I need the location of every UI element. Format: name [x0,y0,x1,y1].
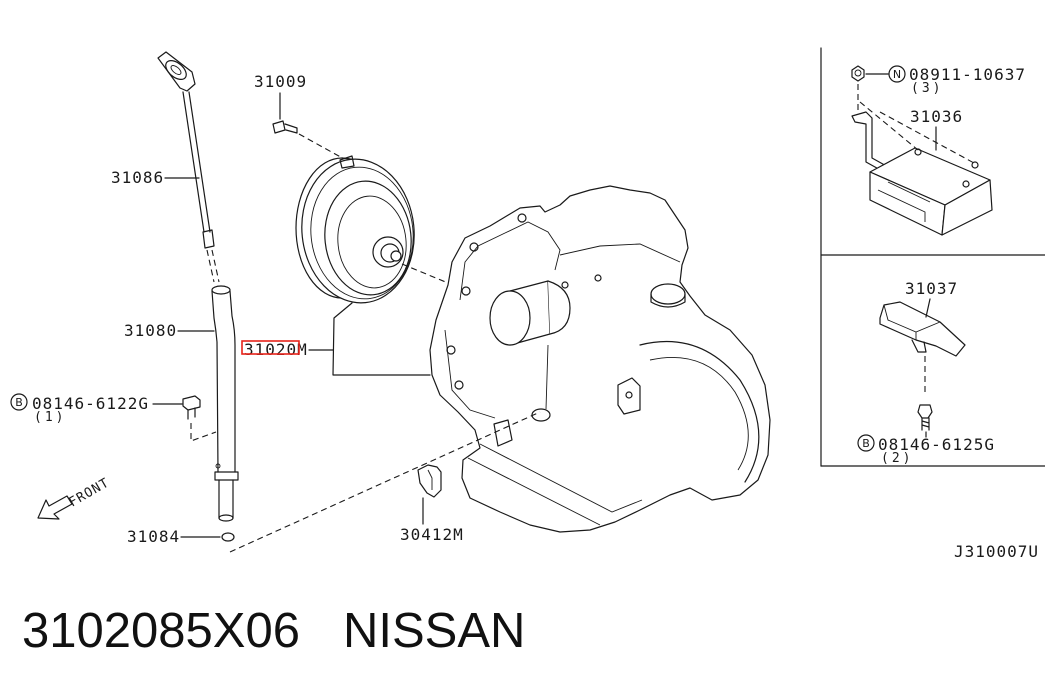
control-unit-drawing [851,101,993,236]
bolt-symbol-letter: B [15,396,23,409]
callout-31037[interactable]: 31037 [905,279,958,298]
transmission-case-drawing [429,185,771,533]
inset-panel-frame [820,47,1045,467]
callout-30412m[interactable]: 30412M [400,525,464,544]
bolt-symbol-badge [10,393,28,411]
front-direction-indicator: FRONT [37,475,113,520]
callout-group-31020m[interactable]: 31020M [241,302,431,376]
leader-31037 [925,298,931,318]
fastener-callout-bolt-b[interactable]: B 08146-6125G (2) [857,431,995,466]
callout-31086[interactable]: 31086 [111,168,164,187]
nut-symbol-letter: N [893,68,901,81]
callout-31080[interactable]: 31080 [124,321,177,340]
dipstick-drawing [157,51,220,283]
caption-brand: NISSAN [343,604,525,658]
callout-31036[interactable]: 31036 [910,107,963,126]
bolt-b-symbol-badge [857,434,875,452]
caption-part-number: 3102085X06 [22,604,300,658]
fastener-callout-nut[interactable]: N 08911-10637 (3) [865,65,1026,96]
converter-bolt-drawing [272,120,347,161]
callout-31009[interactable]: 31009 [254,72,307,91]
bolt-b-quantity: (2) [881,451,913,466]
nut-symbol-badge [888,65,906,83]
bolt-quantity: (1) [34,410,66,425]
diagram-code: J310007U [954,542,1039,561]
nut-drawing [851,65,865,112]
sensor-drawing [879,301,966,396]
bolt-drawing-b [917,404,933,431]
fastener-callout-bolt-a[interactable]: B 08146-6122G (1) [10,393,183,425]
nut-quantity: (3) [911,81,943,96]
front-label: FRONT [67,475,113,510]
torque-converter-drawing [295,155,449,304]
front-arrow-icon [37,495,73,520]
selected-part-highlight [241,340,300,355]
callout-31084[interactable]: 31084 [127,527,180,546]
clip-drawing [417,464,442,498]
dipstick-tube-drawing [211,285,239,522]
bolt-drawing-a [182,395,217,442]
bolt-b-symbol-letter: B [862,437,870,450]
leader-bracket-31020m [332,302,431,376]
nut-part-number[interactable]: 08911-10637 [909,65,1026,84]
bolt-b-part-number[interactable]: 08146-6125G [878,435,995,454]
o-ring-drawing [221,411,541,553]
bolt-part-number[interactable]: 08146-6122G [32,394,149,413]
